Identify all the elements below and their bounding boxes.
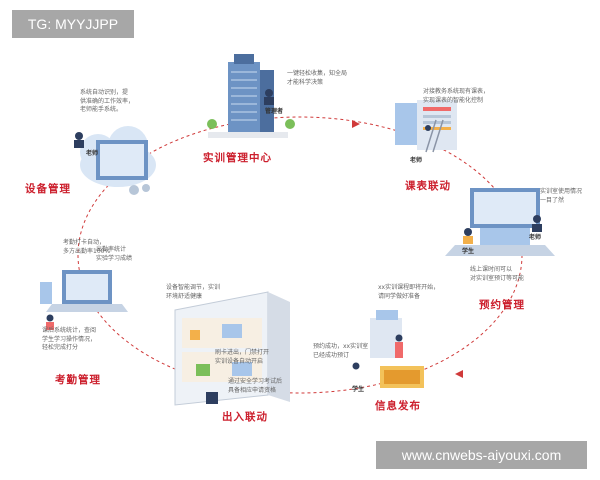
role-manager: 管理者 [265, 108, 284, 115]
role-teacher-device: 老师 [86, 150, 99, 157]
note-access-c-line: 通过安全学习考试后 [228, 378, 283, 385]
note-booking-bottom-line: 对实训室预订等可能 [470, 274, 525, 282]
note-center-line: 一键轻松收集，知全局 [287, 70, 348, 77]
role-teacher-booking: 老师 [529, 234, 542, 241]
role-student-info: 学生 [352, 386, 365, 393]
label-attendance-management: 考勤管理 [55, 374, 101, 386]
building-illustration [207, 54, 295, 138]
note-attendance-c-line: 课后系统统计，查阅 [42, 327, 97, 334]
schedule-illustration [395, 100, 457, 153]
note-attendance-b-line: 实验学习成绩 [96, 254, 133, 262]
label-schedule-link: 课表联动 [405, 180, 451, 192]
device-illustration [74, 126, 156, 195]
note-access-a: 设备智能调节，实训 环境舒适健康 [166, 284, 220, 301]
note-schedule-line: 对接教务系统现有课表， [423, 88, 490, 95]
note-info-b: 预约成功，xx实训室 已经成功预订 [313, 343, 368, 360]
note-info-a: xx实训课程即将开始， 请同学做好准备 [378, 284, 439, 301]
note-booking-bottom: 线上课时间可以 对实训室预订等可能 [470, 266, 524, 283]
note-info-a-line: xx实训课程即将开始， [378, 284, 440, 291]
label-booking-management: 预约管理 [479, 299, 525, 311]
note-attendance-c-line: 轻松完成打分 [42, 344, 79, 351]
note-attendance-a: 考勤打卡自动， 多方出勤率100% [63, 239, 110, 256]
note-device: 系统自动识别，提 供准确的工作效率， 老师能手系统。 [80, 89, 134, 115]
note-device-line: 老师能手系统。 [80, 106, 123, 113]
booking-illustration [445, 188, 555, 256]
label-training-center: 实训管理中心 [203, 152, 272, 164]
header-tag: TG: MYYJJPP [12, 10, 134, 38]
note-access-c-line: 具备相应申请资格 [228, 386, 277, 394]
note-attendance-c-line: 学生学习操作情况， [42, 335, 97, 343]
note-access-c: 通过安全学习考试后 具备相应申请资格 [228, 378, 282, 395]
note-attendance-a-line: 考勤打卡自动， [63, 239, 106, 246]
note-device-line: 供准确的工作效率， [80, 97, 135, 105]
label-access-link: 出入联动 [222, 411, 268, 423]
label-device-management: 设备管理 [25, 183, 71, 195]
role-teacher-schedule: 老师 [410, 157, 423, 164]
note-booking-top: 实训室使用情况 一目了然 [540, 188, 582, 205]
note-attendance-c: 课后系统统计，查阅 学生学习操作情况， 轻松完成打分 [42, 327, 96, 353]
label-info-release: 信息发布 [375, 400, 421, 412]
note-booking-top-line: 实训室使用情况 [540, 188, 583, 195]
note-attendance-b: 出勤率统计 实验学习成绩 [96, 246, 132, 263]
note-schedule-line: 实现课表的智能化控制 [423, 96, 484, 104]
watermark: www.cnwebs-aiyouxi.com [376, 441, 587, 469]
note-attendance-a-line: 多方出勤率100% [63, 247, 111, 255]
note-center: 一键轻松收集，知全局 才能科学决策 [287, 70, 347, 87]
note-access-b-line: 实训设备自动开启 [215, 357, 264, 365]
note-booking-bottom-line: 线上课时间可以 [470, 266, 513, 273]
note-access-b-line: 刷卡进出，门禁打开 [215, 349, 270, 356]
note-booking-top-line: 一目了然 [540, 196, 565, 204]
access-illustration [174, 291, 290, 406]
info-illustration [352, 310, 424, 388]
note-device-line: 系统自动识别，提 [80, 89, 129, 96]
note-access-b: 刷卡进出，门禁打开 实训设备自动开启 [215, 349, 269, 366]
note-access-a-line: 环境舒适健康 [166, 292, 203, 300]
attendance-illustration [40, 270, 128, 330]
note-access-a-line: 设备智能调节，实训 [166, 284, 221, 291]
note-schedule: 对接教务系统现有课表， 实现课表的智能化控制 [423, 88, 489, 105]
note-info-a-line: 请同学做好准备 [378, 292, 421, 300]
note-info-b-line: 预约成功，xx实训室 [313, 343, 369, 350]
note-center-line: 才能科学决策 [287, 78, 324, 86]
note-attendance-b-line: 出勤率统计 [96, 246, 127, 253]
note-info-b-line: 已经成功预订 [313, 351, 350, 359]
role-student-booking: 学生 [462, 248, 475, 255]
